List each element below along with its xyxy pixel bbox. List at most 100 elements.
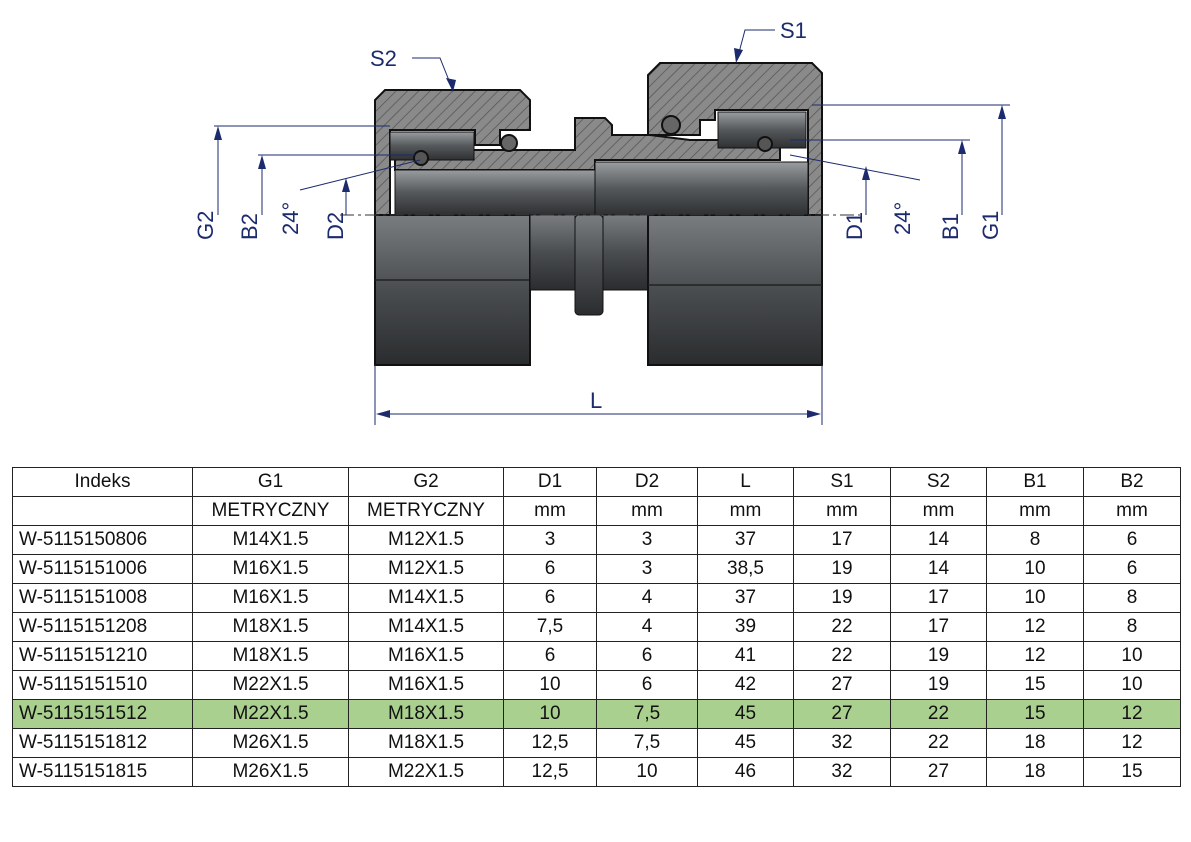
cell-g1: M26X1.5	[192, 728, 349, 758]
cell-g2: M22X1.5	[348, 757, 504, 787]
cell-s1: 27	[793, 670, 891, 700]
cell-d2: 3	[596, 525, 698, 555]
cell-s2: 14	[890, 554, 987, 584]
cell-g2: M18X1.5	[348, 699, 504, 729]
cell-index: W-5115151812	[12, 728, 193, 758]
label-l: L	[590, 388, 602, 413]
cell-b1: 12	[986, 641, 1084, 671]
cell-l: L	[697, 467, 794, 497]
cell-b2: 10	[1083, 670, 1181, 700]
cell-index: W-5115151008	[12, 583, 193, 613]
cell-g2: M12X1.5	[348, 554, 504, 584]
cell-s1: 19	[793, 554, 891, 584]
cell-d1: 12,5	[503, 728, 597, 758]
cell-l: 38,5	[697, 554, 794, 584]
cell-g2: M16X1.5	[348, 641, 504, 671]
cell-d1: 6	[503, 641, 597, 671]
cell-d2: D2	[596, 467, 698, 497]
cell-b2: B2	[1083, 467, 1181, 497]
cell-d2: 4	[596, 612, 698, 642]
cell-b1: 12	[986, 612, 1084, 642]
cell-index: W-5115151208	[12, 612, 193, 642]
cell-index: W-5115151510	[12, 670, 193, 700]
cell-s2: mm	[890, 496, 987, 526]
cell-b1: B1	[986, 467, 1084, 497]
cell-g1: M18X1.5	[192, 641, 349, 671]
cell-index: W-5115151512	[12, 699, 193, 729]
cell-g1: M16X1.5	[192, 583, 349, 613]
cell-d2: mm	[596, 496, 698, 526]
cell-d1: 6	[503, 583, 597, 613]
cell-g1: M14X1.5	[192, 525, 349, 555]
cell-s1: 22	[793, 612, 891, 642]
cell-l: 37	[697, 525, 794, 555]
cell-g2: M12X1.5	[348, 525, 504, 555]
cell-b2: mm	[1083, 496, 1181, 526]
cell-d2: 4	[596, 583, 698, 613]
cell-b1: 15	[986, 699, 1084, 729]
cell-index: W-5115151006	[12, 554, 193, 584]
cell-d2: 6	[596, 641, 698, 671]
cell-d1: 12,5	[503, 757, 597, 787]
dimension-arrows	[214, 48, 1006, 418]
cell-l: 45	[697, 699, 794, 729]
label-d1: D1	[842, 212, 867, 240]
label-s2: S2	[370, 46, 397, 71]
label-b2: B2	[237, 213, 262, 240]
cell-l: 42	[697, 670, 794, 700]
cell-d2: 7,5	[596, 728, 698, 758]
label-g1: G1	[978, 211, 1003, 240]
cell-d1: D1	[503, 467, 597, 497]
cell-s2: 22	[890, 728, 987, 758]
cell-d2: 6	[596, 670, 698, 700]
cell-index	[12, 496, 193, 526]
cell-g1: G1	[192, 467, 349, 497]
label-s1: S1	[780, 18, 807, 43]
cell-g1: M22X1.5	[192, 670, 349, 700]
cell-s1: 32	[793, 728, 891, 758]
cell-s1: 32	[793, 757, 891, 787]
cell-s2: S2	[890, 467, 987, 497]
cell-s2: 17	[890, 583, 987, 613]
cell-s1: S1	[793, 467, 891, 497]
cell-l: 45	[697, 728, 794, 758]
cell-b2: 6	[1083, 554, 1181, 584]
cell-b1: 15	[986, 670, 1084, 700]
cell-g2: M16X1.5	[348, 670, 504, 700]
dimension-labels: S2 S1 G2 B2 24° D2 D1 24° B1 G1 L	[193, 18, 1003, 413]
label-g2: G2	[193, 211, 218, 240]
cell-s2: 14	[890, 525, 987, 555]
cell-g2: METRYCZNY	[348, 496, 504, 526]
cell-b1: 8	[986, 525, 1084, 555]
fitting-technical-drawing: S2 S1 G2 B2 24° D2 D1 24° B1 G1 L	[193, 18, 1010, 425]
cell-g2: M14X1.5	[348, 612, 504, 642]
cell-g2: M14X1.5	[348, 583, 504, 613]
cell-s2: 17	[890, 612, 987, 642]
cell-g1: M16X1.5	[192, 554, 349, 584]
cell-b2: 8	[1083, 612, 1181, 642]
cell-index: Indeks	[12, 467, 193, 497]
cell-d1: 10	[503, 670, 597, 700]
cell-g2: G2	[348, 467, 504, 497]
cell-d2: 7,5	[596, 699, 698, 729]
cell-b1: 18	[986, 757, 1084, 787]
cell-b1: 18	[986, 728, 1084, 758]
cell-index: W-5115150806	[12, 525, 193, 555]
cell-g1: METRYCZNY	[192, 496, 349, 526]
cell-l: mm	[697, 496, 794, 526]
cell-s2: 22	[890, 699, 987, 729]
cell-b2: 12	[1083, 728, 1181, 758]
cell-l: 46	[697, 757, 794, 787]
cell-b2: 12	[1083, 699, 1181, 729]
cell-index: W-5115151210	[12, 641, 193, 671]
cell-g1: M26X1.5	[192, 757, 349, 787]
